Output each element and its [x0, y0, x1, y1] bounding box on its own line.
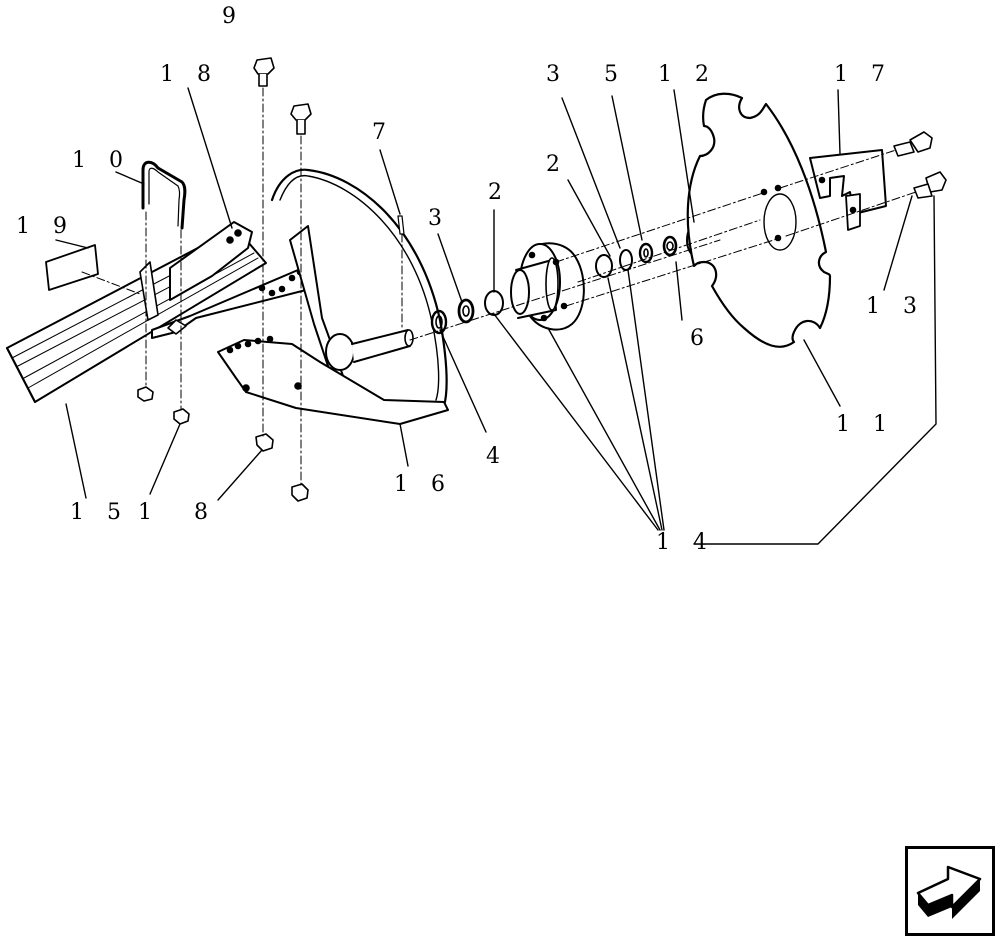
callout-14: 1 4	[656, 530, 715, 555]
next-page-button[interactable]	[905, 846, 995, 936]
callout-4: 4	[486, 444, 508, 469]
callout-6: 6	[690, 326, 712, 351]
callout-13: 1 3	[866, 294, 925, 319]
callout-9: 9	[222, 4, 244, 29]
assembly-center-lines	[81, 87, 917, 489]
callout-2-right: 2	[546, 152, 568, 177]
arrow-right-3d-icon	[916, 865, 982, 919]
callout-2-left: 2	[488, 180, 510, 205]
callout-16: 1 6	[394, 472, 453, 497]
callout-15: 1 5	[70, 500, 129, 525]
part-19-decal	[45, 244, 99, 291]
part-13-bolts	[893, 131, 947, 199]
part-17-bracket	[809, 149, 887, 231]
part-10-u-bolt	[141, 160, 187, 230]
callout-3-left: 3	[428, 206, 450, 231]
callout-12: 1 2	[658, 62, 717, 87]
nuts	[137, 386, 309, 502]
callout-19: 1 9	[16, 214, 75, 239]
callout-17: 1 7	[834, 62, 893, 87]
callout-10: 1 0	[72, 148, 131, 173]
part-7-cotter-pin	[397, 215, 405, 235]
part-9-bolts	[253, 57, 312, 135]
hub-assembly	[510, 242, 585, 331]
part-11-notched-disc	[686, 92, 832, 348]
part-16-scraper-frame	[217, 168, 449, 425]
callout-7: 7	[372, 120, 394, 145]
seal-rings-left	[430, 290, 504, 335]
callout-8: 8	[194, 500, 216, 525]
callout-18: 1 8	[160, 62, 219, 87]
leader-lines	[55, 87, 937, 545]
callout-11: 1 1	[836, 412, 895, 437]
callout-3-right: 3	[546, 62, 568, 87]
callout-5: 5	[604, 62, 626, 87]
callout-1: 1	[138, 500, 160, 525]
